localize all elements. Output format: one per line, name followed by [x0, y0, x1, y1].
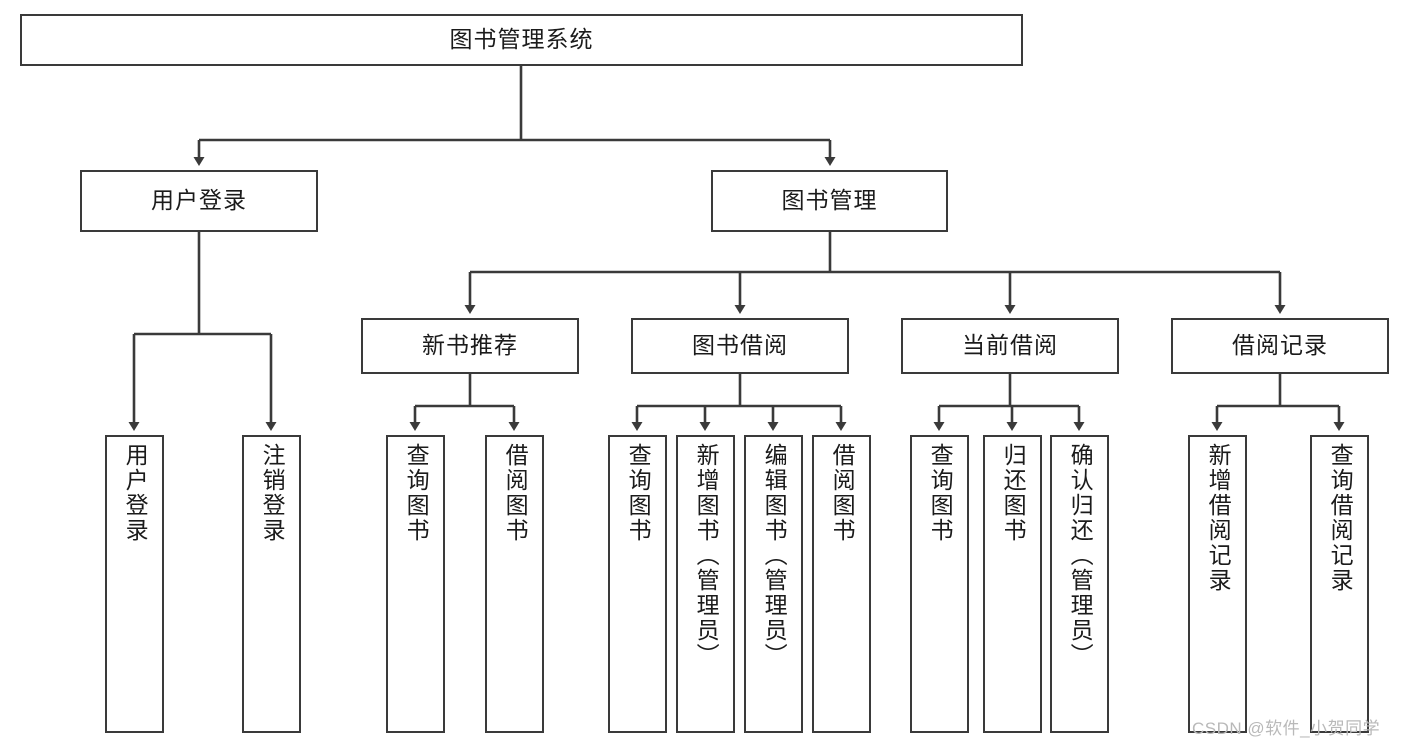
node-borrow-record-label: 借阅记录 — [1232, 332, 1328, 359]
leaf-add-book-admin[interactable]: 新增图书（管理员） — [676, 435, 735, 733]
leaf-query-book-recommend[interactable]: 查询图书 — [386, 435, 445, 733]
leaf-label: 查询图书 — [625, 443, 652, 543]
leaf-confirm-return-admin[interactable]: 确认归还（管理员） — [1050, 435, 1109, 733]
leaf-borrow-book-recommend[interactable]: 借阅图书 — [485, 435, 544, 733]
connectors-bookmgmt-to-level3 — [464, 232, 1286, 314]
leaf-logout[interactable]: 注销登录 — [242, 435, 301, 733]
connectors-current-to-leaves — [933, 374, 1085, 431]
node-borrow-record[interactable]: 借阅记录 — [1171, 318, 1389, 374]
leaf-label: 注销登录 — [259, 443, 286, 543]
connectors-borrow-to-leaves — [631, 374, 847, 431]
node-new-book-recommend[interactable]: 新书推荐 — [361, 318, 579, 374]
leaf-label: 借阅图书 — [502, 443, 529, 543]
node-book-management[interactable]: 图书管理 — [711, 170, 948, 232]
leaf-edit-book-admin[interactable]: 编辑图书（管理员） — [744, 435, 803, 733]
node-book-management-label: 图书管理 — [781, 187, 878, 214]
connectors-record-to-leaves — [1211, 374, 1345, 431]
leaf-label: 新增图书（管理员） — [693, 443, 720, 668]
leaf-query-book-borrow[interactable]: 查询图书 — [608, 435, 667, 733]
leaf-label: 查询图书 — [403, 443, 430, 543]
leaf-label: 新增借阅记录 — [1205, 443, 1232, 593]
leaf-add-borrow-record[interactable]: 新增借阅记录 — [1188, 435, 1247, 733]
connectors-login-to-leaves — [128, 232, 277, 431]
node-user-login[interactable]: 用户登录 — [80, 170, 318, 232]
node-root-system[interactable]: 图书管理系统 — [20, 14, 1023, 66]
leaf-label: 查询图书 — [927, 443, 954, 543]
leaf-label: 确认归还（管理员） — [1067, 443, 1094, 668]
leaf-borrow-book[interactable]: 借阅图书 — [812, 435, 871, 733]
connectors-root-to-level2 — [193, 66, 836, 166]
leaf-label: 归还图书 — [1000, 443, 1027, 543]
leaf-user-login[interactable]: 用户登录 — [105, 435, 164, 733]
leaf-return-book[interactable]: 归还图书 — [983, 435, 1042, 733]
connectors-newbook-to-leaves — [409, 374, 520, 431]
node-book-borrow[interactable]: 图书借阅 — [631, 318, 849, 374]
node-book-borrow-label: 图书借阅 — [692, 332, 788, 359]
leaf-label: 借阅图书 — [829, 443, 856, 543]
leaf-label: 编辑图书（管理员） — [761, 443, 788, 668]
leaf-label: 用户登录 — [122, 443, 149, 543]
node-new-book-recommend-label: 新书推荐 — [422, 332, 518, 359]
leaf-label: 查询借阅记录 — [1327, 443, 1354, 593]
leaf-query-book-current[interactable]: 查询图书 — [910, 435, 969, 733]
node-current-borrow-label: 当前借阅 — [962, 332, 1058, 359]
node-user-login-label: 用户登录 — [151, 187, 247, 214]
node-root-label: 图书管理系统 — [449, 26, 594, 53]
leaf-query-borrow-record[interactable]: 查询借阅记录 — [1310, 435, 1369, 733]
node-current-borrow[interactable]: 当前借阅 — [901, 318, 1119, 374]
